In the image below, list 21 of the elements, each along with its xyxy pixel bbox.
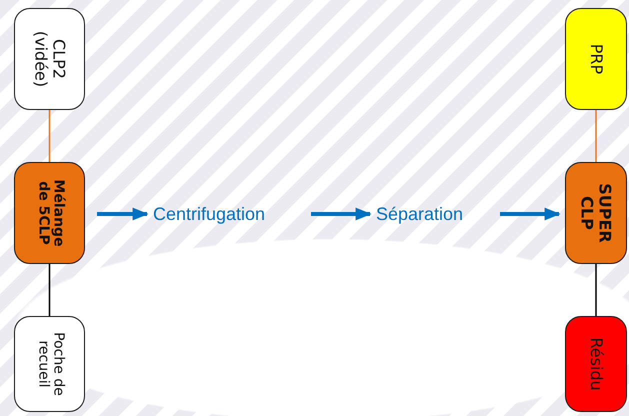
connector-line	[48, 264, 50, 316]
connector-line	[48, 110, 50, 162]
node-label: SUPER CLP	[578, 182, 614, 245]
node-box	[565, 316, 627, 412]
connector-line	[595, 110, 597, 162]
arrow	[311, 208, 372, 220]
node-label: Résidu	[587, 336, 605, 393]
node-box	[565, 162, 627, 264]
connector-line	[595, 264, 597, 316]
node-label: Mélange de 5CLP	[34, 178, 65, 249]
node-box	[14, 316, 85, 412]
process-label: Séparation	[376, 205, 464, 223]
arrow	[500, 208, 561, 220]
node-label: PRP	[587, 42, 605, 76]
node-box	[14, 8, 85, 110]
arrow	[97, 208, 149, 220]
node-label: Poche de recueil	[34, 331, 65, 398]
node-box	[14, 162, 85, 264]
node-box	[565, 8, 627, 110]
node-label: CLP2 (vidée)	[32, 30, 68, 90]
process-label: Centrifugation	[153, 205, 266, 223]
